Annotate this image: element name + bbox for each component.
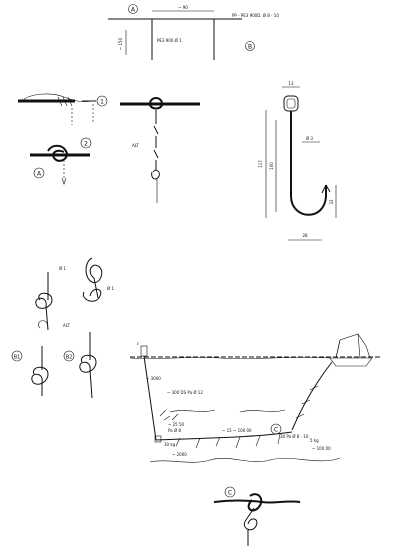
knot-b1-top [35,272,53,331]
mid-current [169,409,216,413]
detail-c-mainline [213,499,301,504]
longline-c-marker: C [274,427,278,434]
knot-b2-bottom [79,332,97,399]
chain-end [151,169,160,180]
knot-a-label: A [37,171,42,178]
hook-gap-height: 33 [329,199,334,205]
right-line-branches [295,385,319,419]
top-dimension-label: ~ 90 [178,5,188,10]
longline-c-circle [270,423,282,435]
sea-wave [129,357,331,359]
detail-c-circle [224,486,236,498]
vertical-dimension-label: ~ 150 [118,37,123,50]
knot-b1-dimension: Ø 1 [59,266,66,271]
arrow-step-2 [61,177,67,185]
bottom-mainline [155,431,293,441]
hook-wire-diameter: Ø 3 [306,136,313,141]
right-line-label: 30 Pa Ø 8 - 10 [280,434,309,439]
hook-barb [321,184,331,194]
mid-current-2 [239,409,286,413]
right-line [291,361,333,431]
hook-top-width: 13 [288,81,294,86]
detail-a-marker: A [131,7,136,14]
buoy-flag: ℓ [136,341,139,346]
mainline-label: ~ 300 DS Pa Ø 12 [167,390,203,395]
hook-total-length: 117 [258,160,263,168]
buoy-label: ~ 3000 [146,376,161,381]
seabed [149,457,341,463]
detail-a-marker-circle [128,4,138,14]
detail-a-main-rope-group: A ~ 90 PP - PE3 900D. Ø 8 - 10 PE3 900 Ø… [108,4,279,60]
knot-b1-circle [11,350,23,362]
anchor-weight [154,435,162,443]
branch-label: PE3 900 Ø 1 [157,38,182,43]
chain-links [153,110,159,170]
chain-knot [149,97,164,110]
knot-b2-circle [63,350,75,362]
knot-b1-label: B1 [14,355,21,361]
hook-bend-width: 28 [302,233,308,238]
knot-a-circle [33,167,45,179]
knot-b2-label: B2 [66,355,73,361]
weight-label-2: ~ 100 00 [312,446,331,451]
main-rope-label: PP - PE3 900D. Ø 8 - 10 [232,13,279,18]
detail-b-marker-circle [245,41,255,51]
depth-label-1: ~ 25 50 [168,422,185,427]
knot-steps-group: 1 2 A [18,93,108,185]
left-snoods [159,409,179,421]
coils-step-1 [57,96,73,107]
depth-label-2: Pa Ø 8 [168,428,181,433]
hook-eye [283,95,299,112]
step-1-label: 1 [100,99,104,106]
boat-hull [329,357,373,367]
step-2-label: 2 [84,141,88,148]
spacing-label: ~ 15 ~ 100 00 [222,428,252,433]
anchor-weight-label: 30 kg [164,442,176,447]
bottom-label: ~ 2000 [172,452,187,457]
boat-cabin [335,333,371,359]
hook-shank-length: 100 [269,162,274,170]
knot-step-2 [47,144,68,162]
knot-b1-bottom [31,346,49,396]
knot-b-alt-label: ALT [63,323,70,328]
detail-c-snood [243,507,258,531]
knot-b1-loop [38,320,49,329]
detail-c-knot [247,493,263,512]
chain-alt-label: ALT [132,143,139,148]
boat-rigging [335,333,361,359]
step-1-circle [96,95,108,107]
chain-snood-group: ALT [120,97,200,203]
buoy [140,345,148,357]
longline-group: ℓ ~ 3000 30 Pa Ø 8 - 10 ~ 300 DS Pa Ø 12… [129,333,380,463]
hook-eye-inner [286,98,296,109]
weight-label-1: 5 kg [310,438,319,443]
wrap-step-1 [21,93,93,102]
step-2-circle [80,137,92,149]
knot-b2-mid [82,288,102,302]
detail-c-marker: C [228,490,232,497]
detail-b-marker: B [248,44,252,51]
hook-body [290,111,327,216]
detail-c-group: C [213,486,301,546]
knot-b-group: Ø 1 B1 Ø 1 ALT B2 [11,257,114,399]
buoy-line [143,355,157,441]
knot-b2-top [85,257,103,299]
knot-b2-dimension: Ø 1 [107,286,114,291]
hook-group: 13 Ø 3 117 100 33 28 [258,81,337,241]
mainline-snoods [175,433,281,449]
